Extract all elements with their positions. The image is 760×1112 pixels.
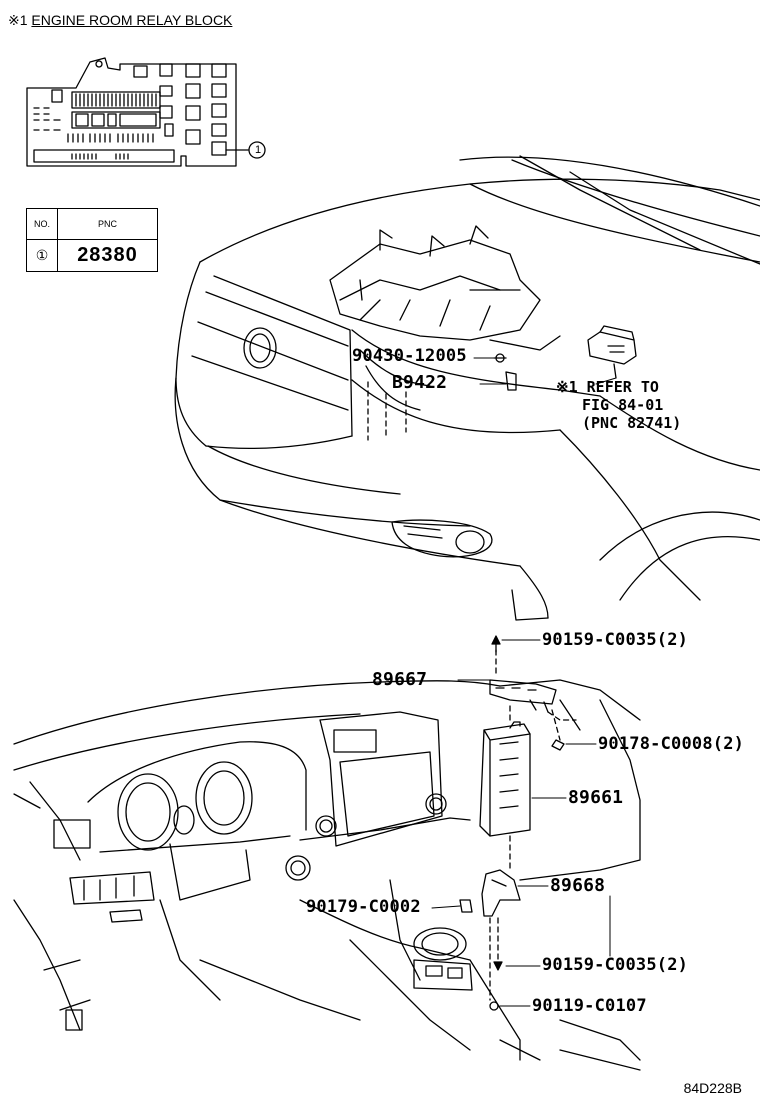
part-label-b9422[interactable]: B9422 — [392, 372, 448, 393]
part-label-89661[interactable]: 89661 — [568, 787, 624, 808]
refer-note-line2[interactable]: FIG 84-01 — [582, 396, 664, 414]
pnc-table: NO. PNC ① 28380 — [26, 208, 158, 272]
pnc-table-header-no: NO. — [27, 209, 58, 240]
part-label-90179-c0002[interactable]: 90179-C0002 — [306, 897, 421, 917]
reference-mark: ※1 — [8, 12, 28, 28]
upper-leader-lines — [473, 357, 617, 385]
part-label-90430-12005[interactable]: 90430-12005 — [352, 346, 467, 366]
vehicle-front-drawing — [174, 155, 760, 621]
pnc-table-row-pnc: 28380 — [77, 244, 138, 266]
diagram-header: ※1 ENGINE ROOM RELAY BLOCK — [8, 12, 232, 29]
part-label-90178-c0008[interactable]: 90178-C0008(2) — [598, 734, 745, 754]
pnc-table-row-no: ① — [27, 240, 58, 271]
relay-block-drawing — [26, 57, 266, 167]
diagram-code: 84D228B — [683, 1080, 742, 1096]
diagram-title: ENGINE ROOM RELAY BLOCK — [31, 12, 233, 28]
relay-block-callout: 1 — [254, 144, 262, 156]
pnc-table-header-pnc: PNC — [58, 209, 157, 240]
part-label-89667[interactable]: 89667 — [372, 669, 428, 690]
refer-note: ※1 REFER TO FIG 84-01 (PNC 82741) — [556, 378, 681, 432]
refer-note-line3: (PNC 82741) — [582, 414, 682, 432]
dashboard-drawing — [13, 635, 641, 1071]
part-label-89668[interactable]: 89668 — [550, 875, 606, 896]
part-label-90159-c0035-bottom[interactable]: 90159-C0035(2) — [542, 955, 689, 975]
part-label-90119-c0107[interactable]: 90119-C0107 — [532, 996, 647, 1016]
refer-note-line1: ※1 REFER TO — [556, 378, 659, 396]
lower-leader-lines — [431, 639, 611, 1007]
part-label-90159-c0035-top[interactable]: 90159-C0035(2) — [542, 630, 689, 650]
